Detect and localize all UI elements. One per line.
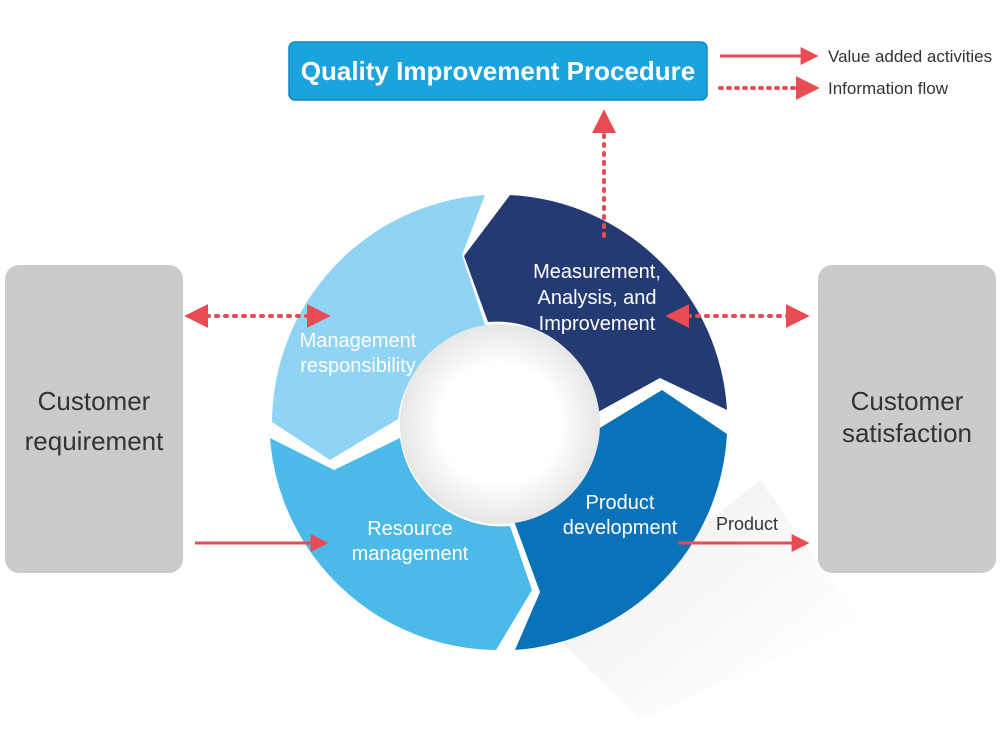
product-arrow-label: Product xyxy=(716,514,778,534)
resource-management-label-line2: management xyxy=(352,543,469,565)
cycle xyxy=(270,195,727,650)
legend: Value added activities Information flow xyxy=(718,47,992,100)
customer-requirement-box xyxy=(5,265,183,573)
segment-product-development xyxy=(514,390,727,650)
cycle-center xyxy=(400,324,600,524)
measurement-label-line2: Analysis, and xyxy=(538,287,657,309)
segment-measurement xyxy=(464,195,727,412)
measurement-label-line3: Improvement xyxy=(539,313,656,335)
product-development-label-line1: Product xyxy=(586,492,655,514)
customer-satisfaction-line1: Customer xyxy=(851,386,964,416)
management-label-line2: responsibility xyxy=(300,355,416,377)
cycle-shadow xyxy=(560,480,860,720)
title-box xyxy=(288,41,708,101)
resource-management-label-line1: Resource xyxy=(367,518,453,540)
measurement-label-line1: Measurement, xyxy=(533,261,661,283)
legend-value-added-label: Value added activities xyxy=(828,47,992,66)
management-label-line1: Management xyxy=(300,330,417,352)
title-text: Quality Improvement Procedure xyxy=(301,56,695,86)
legend-information-flow-label: Information flow xyxy=(828,79,949,98)
customer-satisfaction-box xyxy=(818,265,996,573)
segment-management xyxy=(272,195,486,460)
customer-requirement-line2: requirement xyxy=(25,426,165,456)
customer-satisfaction-line2: satisfaction xyxy=(842,418,972,448)
segment-resource-management xyxy=(270,438,532,650)
customer-requirement-line1: Customer xyxy=(38,386,151,416)
product-development-label-line2: development xyxy=(563,517,678,539)
